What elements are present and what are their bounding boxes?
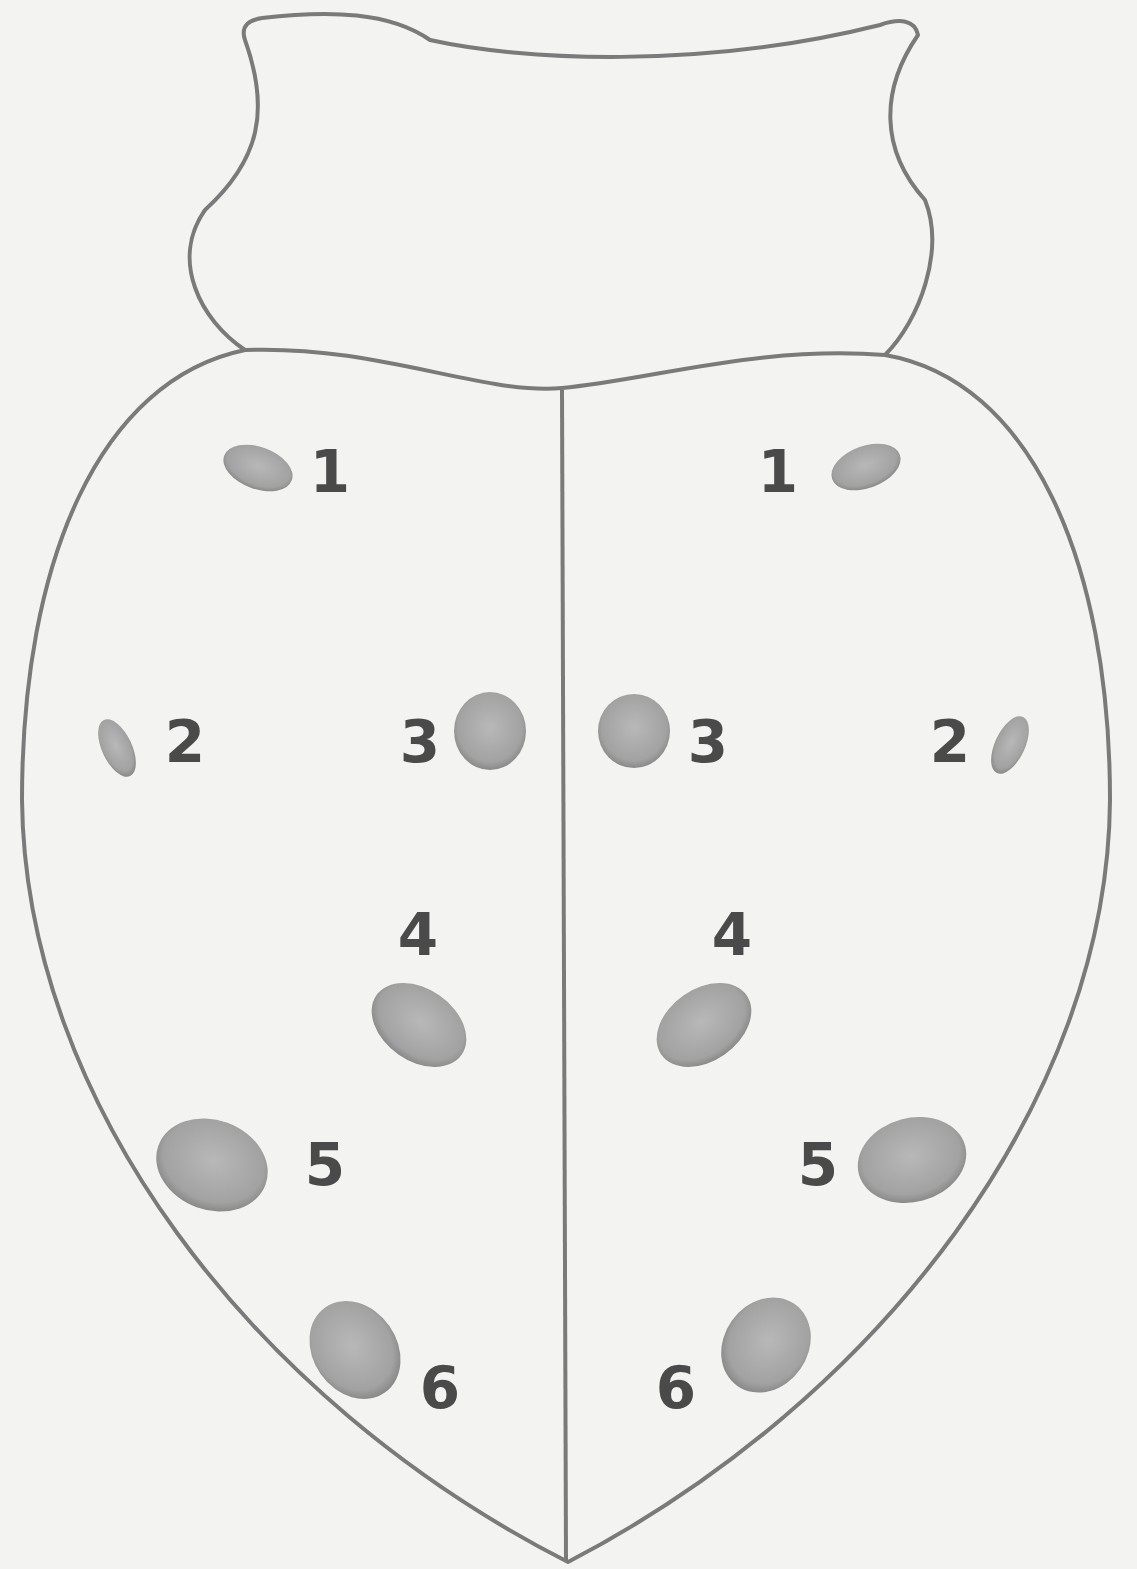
- elytron-spot: [983, 711, 1036, 780]
- elytron-spot: [454, 692, 526, 770]
- elytron-spot: [90, 714, 143, 783]
- elytral-suture: [562, 390, 566, 1562]
- callout-number: 2: [930, 713, 970, 771]
- elytron-spot: [143, 1103, 281, 1227]
- elytron-spot: [825, 435, 907, 499]
- callout-number: 6: [420, 1359, 460, 1417]
- elytron-spot: [848, 1105, 976, 1215]
- elytra-outline: [22, 350, 1110, 1562]
- elytron-spot: [598, 694, 670, 768]
- elytron-spot: [356, 966, 482, 1085]
- elytron-spot: [291, 1283, 419, 1416]
- elytron-spot: [641, 966, 767, 1085]
- callout-number: 2: [165, 713, 205, 771]
- callout-number: 3: [688, 713, 728, 771]
- callout-number: 5: [798, 1136, 838, 1194]
- callout-number: 3: [400, 713, 440, 771]
- callout-number: 4: [398, 906, 438, 964]
- callout-number: 5: [305, 1136, 345, 1194]
- elytron-spot: [217, 436, 299, 500]
- elytron-spot: [703, 1280, 829, 1410]
- callout-number: 4: [712, 906, 752, 964]
- callout-number: 6: [656, 1359, 696, 1417]
- pronotum-outline: [190, 14, 932, 355]
- callout-number: 1: [758, 443, 798, 501]
- callout-number: 1: [310, 443, 350, 501]
